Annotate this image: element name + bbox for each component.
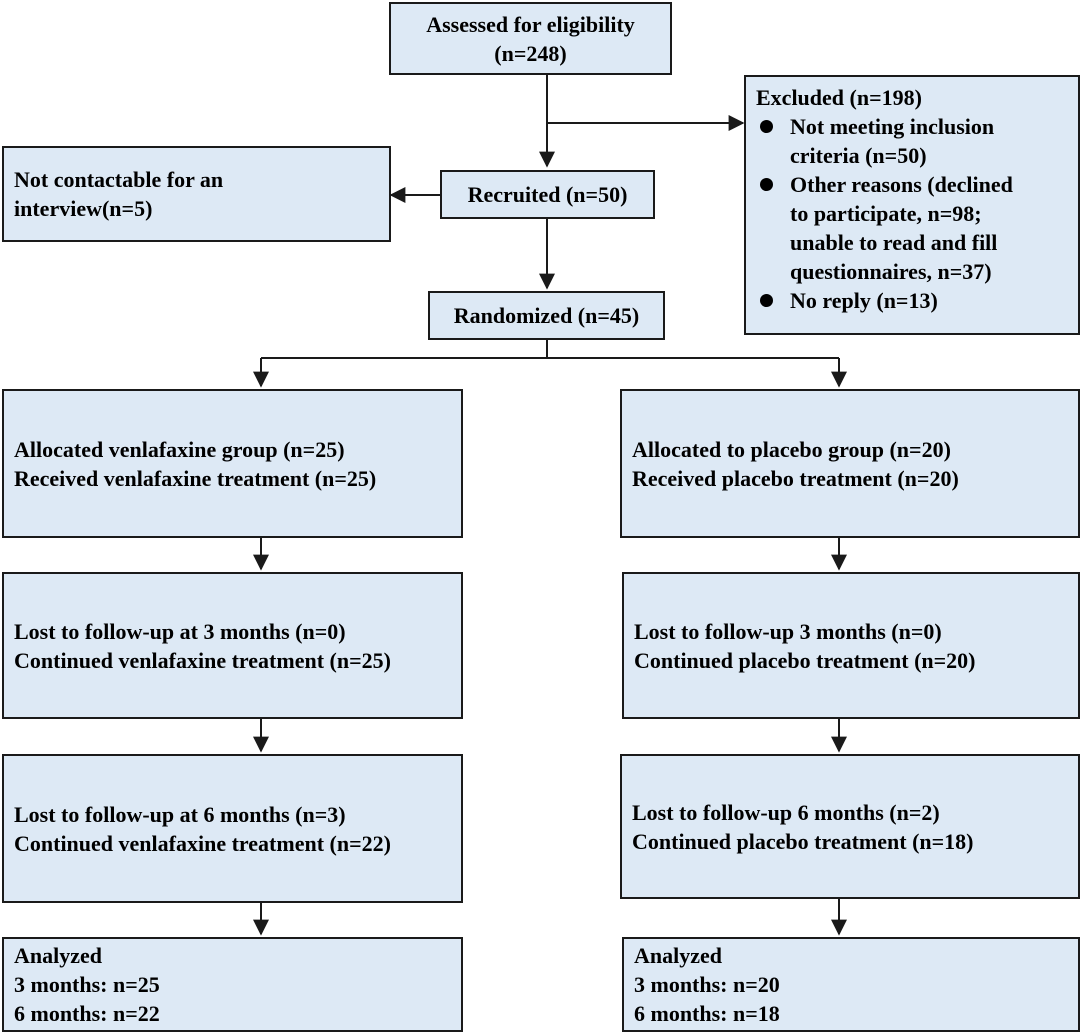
excluded-reason-inclusion-criteria: Not meeting inclusion criteria (n=50) (756, 112, 1068, 170)
excluded-reason-other: Other reasons (declined to participate, … (756, 170, 1068, 286)
placebo-allocated-line-2: Received placebo treatment (n=20) (632, 465, 959, 491)
placebo-3m-line-1: Lost to follow-up 3 months (n=0) (634, 618, 942, 644)
excluded-reason-no-reply: No reply (n=13) (756, 286, 1068, 315)
placebo-analyzed-6m: 6 months: n=18 (634, 1001, 780, 1026)
excluded-box: Excluded (n=198) Not meeting inclusion c… (744, 75, 1080, 335)
venlafaxine-allocated-line-2: Received venlafaxine treatment (n=25) (14, 465, 377, 491)
venlafaxine-analyzed-box: Analyzed 3 months: n=25 6 months: n=22 (2, 937, 463, 1032)
venlafaxine-6m-line-1: Lost to follow-up at 6 months (n=3) (14, 801, 346, 827)
randomized-label: Randomized (n=45) (453, 303, 640, 328)
venlafaxine-analyzed-3m: 3 months: n=25 (14, 972, 160, 997)
placebo-allocated-line-1: Allocated to placebo group (n=20) (632, 436, 951, 462)
randomized-box: Randomized (n=45) (428, 291, 665, 340)
excluded-title: Excluded (n=198) (756, 85, 922, 110)
venlafaxine-allocated-box: Allocated venlafaxine group (n=25) Recei… (2, 389, 463, 538)
venlafaxine-6m-line-2: Continued venlafaxine treatment (n=22) (14, 830, 391, 856)
not-contactable-box: Not contactable for an interview(n=5) (2, 146, 391, 242)
venlafaxine-allocated-line-1: Allocated venlafaxine group (n=25) (14, 436, 345, 462)
placebo-analyzed-box: Analyzed 3 months: n=20 6 months: n=18 (622, 937, 1080, 1032)
placebo-analyzed-title: Analyzed (634, 943, 722, 968)
placebo-6m-line-1: Lost to follow-up 6 months (n=2) (632, 799, 940, 825)
venlafaxine-3m-line-1: Lost to follow-up at 3 months (n=0) (14, 618, 346, 644)
placebo-allocated-box: Allocated to placebo group (n=20) Receiv… (620, 389, 1080, 538)
assessed-box: Assessed for eligibility (n=248) (389, 2, 672, 75)
not-contactable-line-1: Not contactable for an (14, 167, 224, 192)
assessed-line-1: Assessed for eligibility (426, 11, 635, 37)
venlafaxine-3m-line-2: Continued venlafaxine treatment (n=25) (14, 647, 391, 673)
venlafaxine-6m-box: Lost to follow-up at 6 months (n=3) Cont… (2, 754, 463, 903)
recruited-label: Recruited (n=50) (467, 182, 628, 207)
venlafaxine-analyzed-6m: 6 months: n=22 (14, 1001, 160, 1026)
venlafaxine-analyzed-title: Analyzed (14, 943, 102, 968)
placebo-6m-box: Lost to follow-up 6 months (n=2) Continu… (620, 754, 1080, 899)
recruited-box: Recruited (n=50) (440, 170, 655, 219)
placebo-3m-line-2: Continued placebo treatment (n=20) (634, 647, 976, 673)
placebo-6m-line-2: Continued placebo treatment (n=18) (632, 828, 974, 854)
excluded-reasons-list: Not meeting inclusion criteria (n=50) Ot… (756, 112, 1068, 315)
assessed-line-2: (n=248) (494, 40, 567, 66)
venlafaxine-3m-box: Lost to follow-up at 3 months (n=0) Cont… (2, 572, 463, 719)
not-contactable-line-2: interview(n=5) (14, 196, 153, 221)
placebo-analyzed-3m: 3 months: n=20 (634, 972, 780, 997)
placebo-3m-box: Lost to follow-up 3 months (n=0) Continu… (622, 572, 1080, 719)
